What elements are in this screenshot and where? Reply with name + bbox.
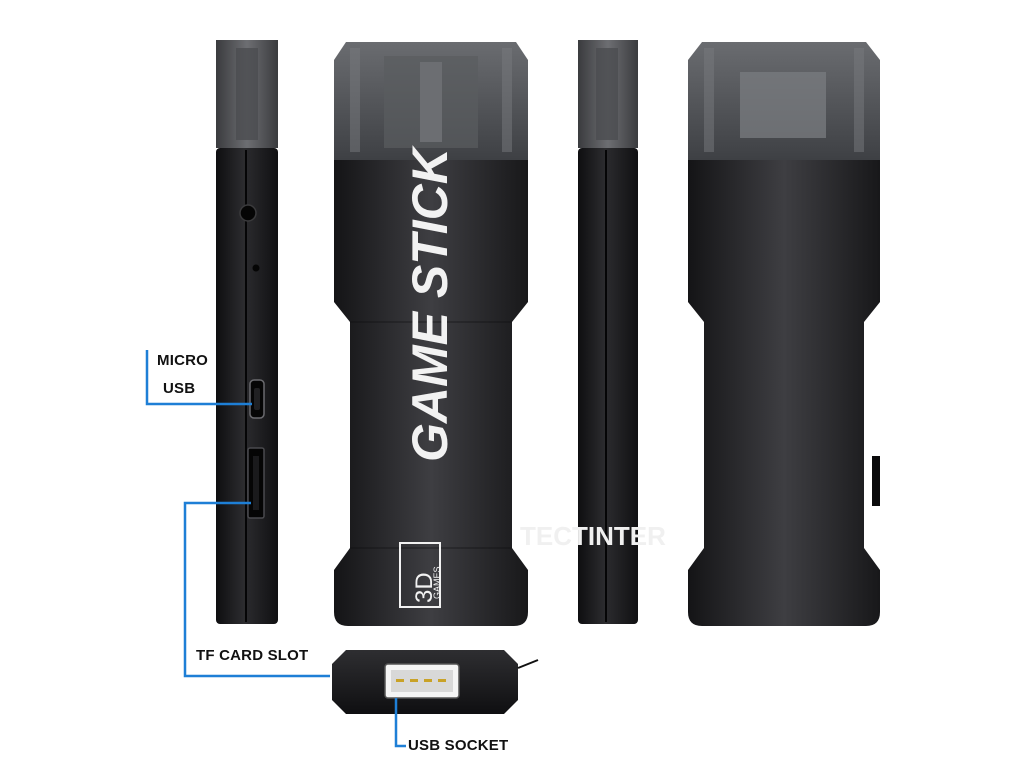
- callout-micro-usb-line2: USB: [163, 380, 196, 397]
- side-view-plain: [578, 40, 638, 624]
- micro-usb-port-inner: [254, 388, 260, 410]
- callout-line-tf-card: [183, 501, 330, 678]
- usb-pin: [424, 679, 432, 682]
- back-cap-rib-left: [704, 48, 714, 152]
- brand-badge-sub: GAMES: [432, 566, 442, 599]
- tf-card-slot-inner: [253, 456, 259, 510]
- back-view: [688, 42, 880, 626]
- callout-tf-card-slot: TF CARD SLOT: [196, 647, 309, 664]
- callout-micro-usb-line1: MICRO: [157, 352, 208, 369]
- back-cap-rib-right: [854, 48, 864, 152]
- side2-cap-plug: [596, 48, 618, 140]
- brand-badge-main: 3D: [411, 572, 438, 603]
- usb-a-socket-inner: [391, 670, 453, 692]
- front-body: [334, 160, 528, 626]
- back-usb-plug: [740, 72, 826, 138]
- callout-usb-socket: USB SOCKET: [408, 737, 509, 754]
- side-view-ports: [216, 40, 278, 624]
- brand-title: GAME STICK: [402, 144, 458, 462]
- audio-jack: [239, 204, 257, 222]
- end-view: [332, 650, 539, 714]
- back-body: [688, 160, 880, 626]
- end-cable-stub: [517, 659, 539, 669]
- usb-pin: [396, 679, 404, 682]
- reset-hole: [252, 264, 260, 272]
- front-view: GAME STICK 3D GAMES: [334, 42, 528, 626]
- watermark: TECTINTER: [520, 521, 666, 551]
- side-cap-plug: [236, 48, 258, 140]
- callout-line-micro-usb: [145, 350, 252, 406]
- usb-pin: [438, 679, 446, 682]
- front-cap-rib-right: [502, 48, 512, 152]
- front-cap-rib-left: [350, 48, 360, 152]
- brand-badge-frame: [399, 542, 441, 608]
- back-side-button: [872, 456, 880, 506]
- front-usb-plug-tongue: [420, 62, 442, 142]
- callout-lines: [145, 350, 406, 748]
- side2-body: [578, 148, 638, 624]
- brand-badge: 3D GAMES: [399, 542, 442, 608]
- callout-line-usb-socket: [394, 698, 406, 748]
- usb-pin: [410, 679, 418, 682]
- usb-a-pins: [396, 679, 446, 682]
